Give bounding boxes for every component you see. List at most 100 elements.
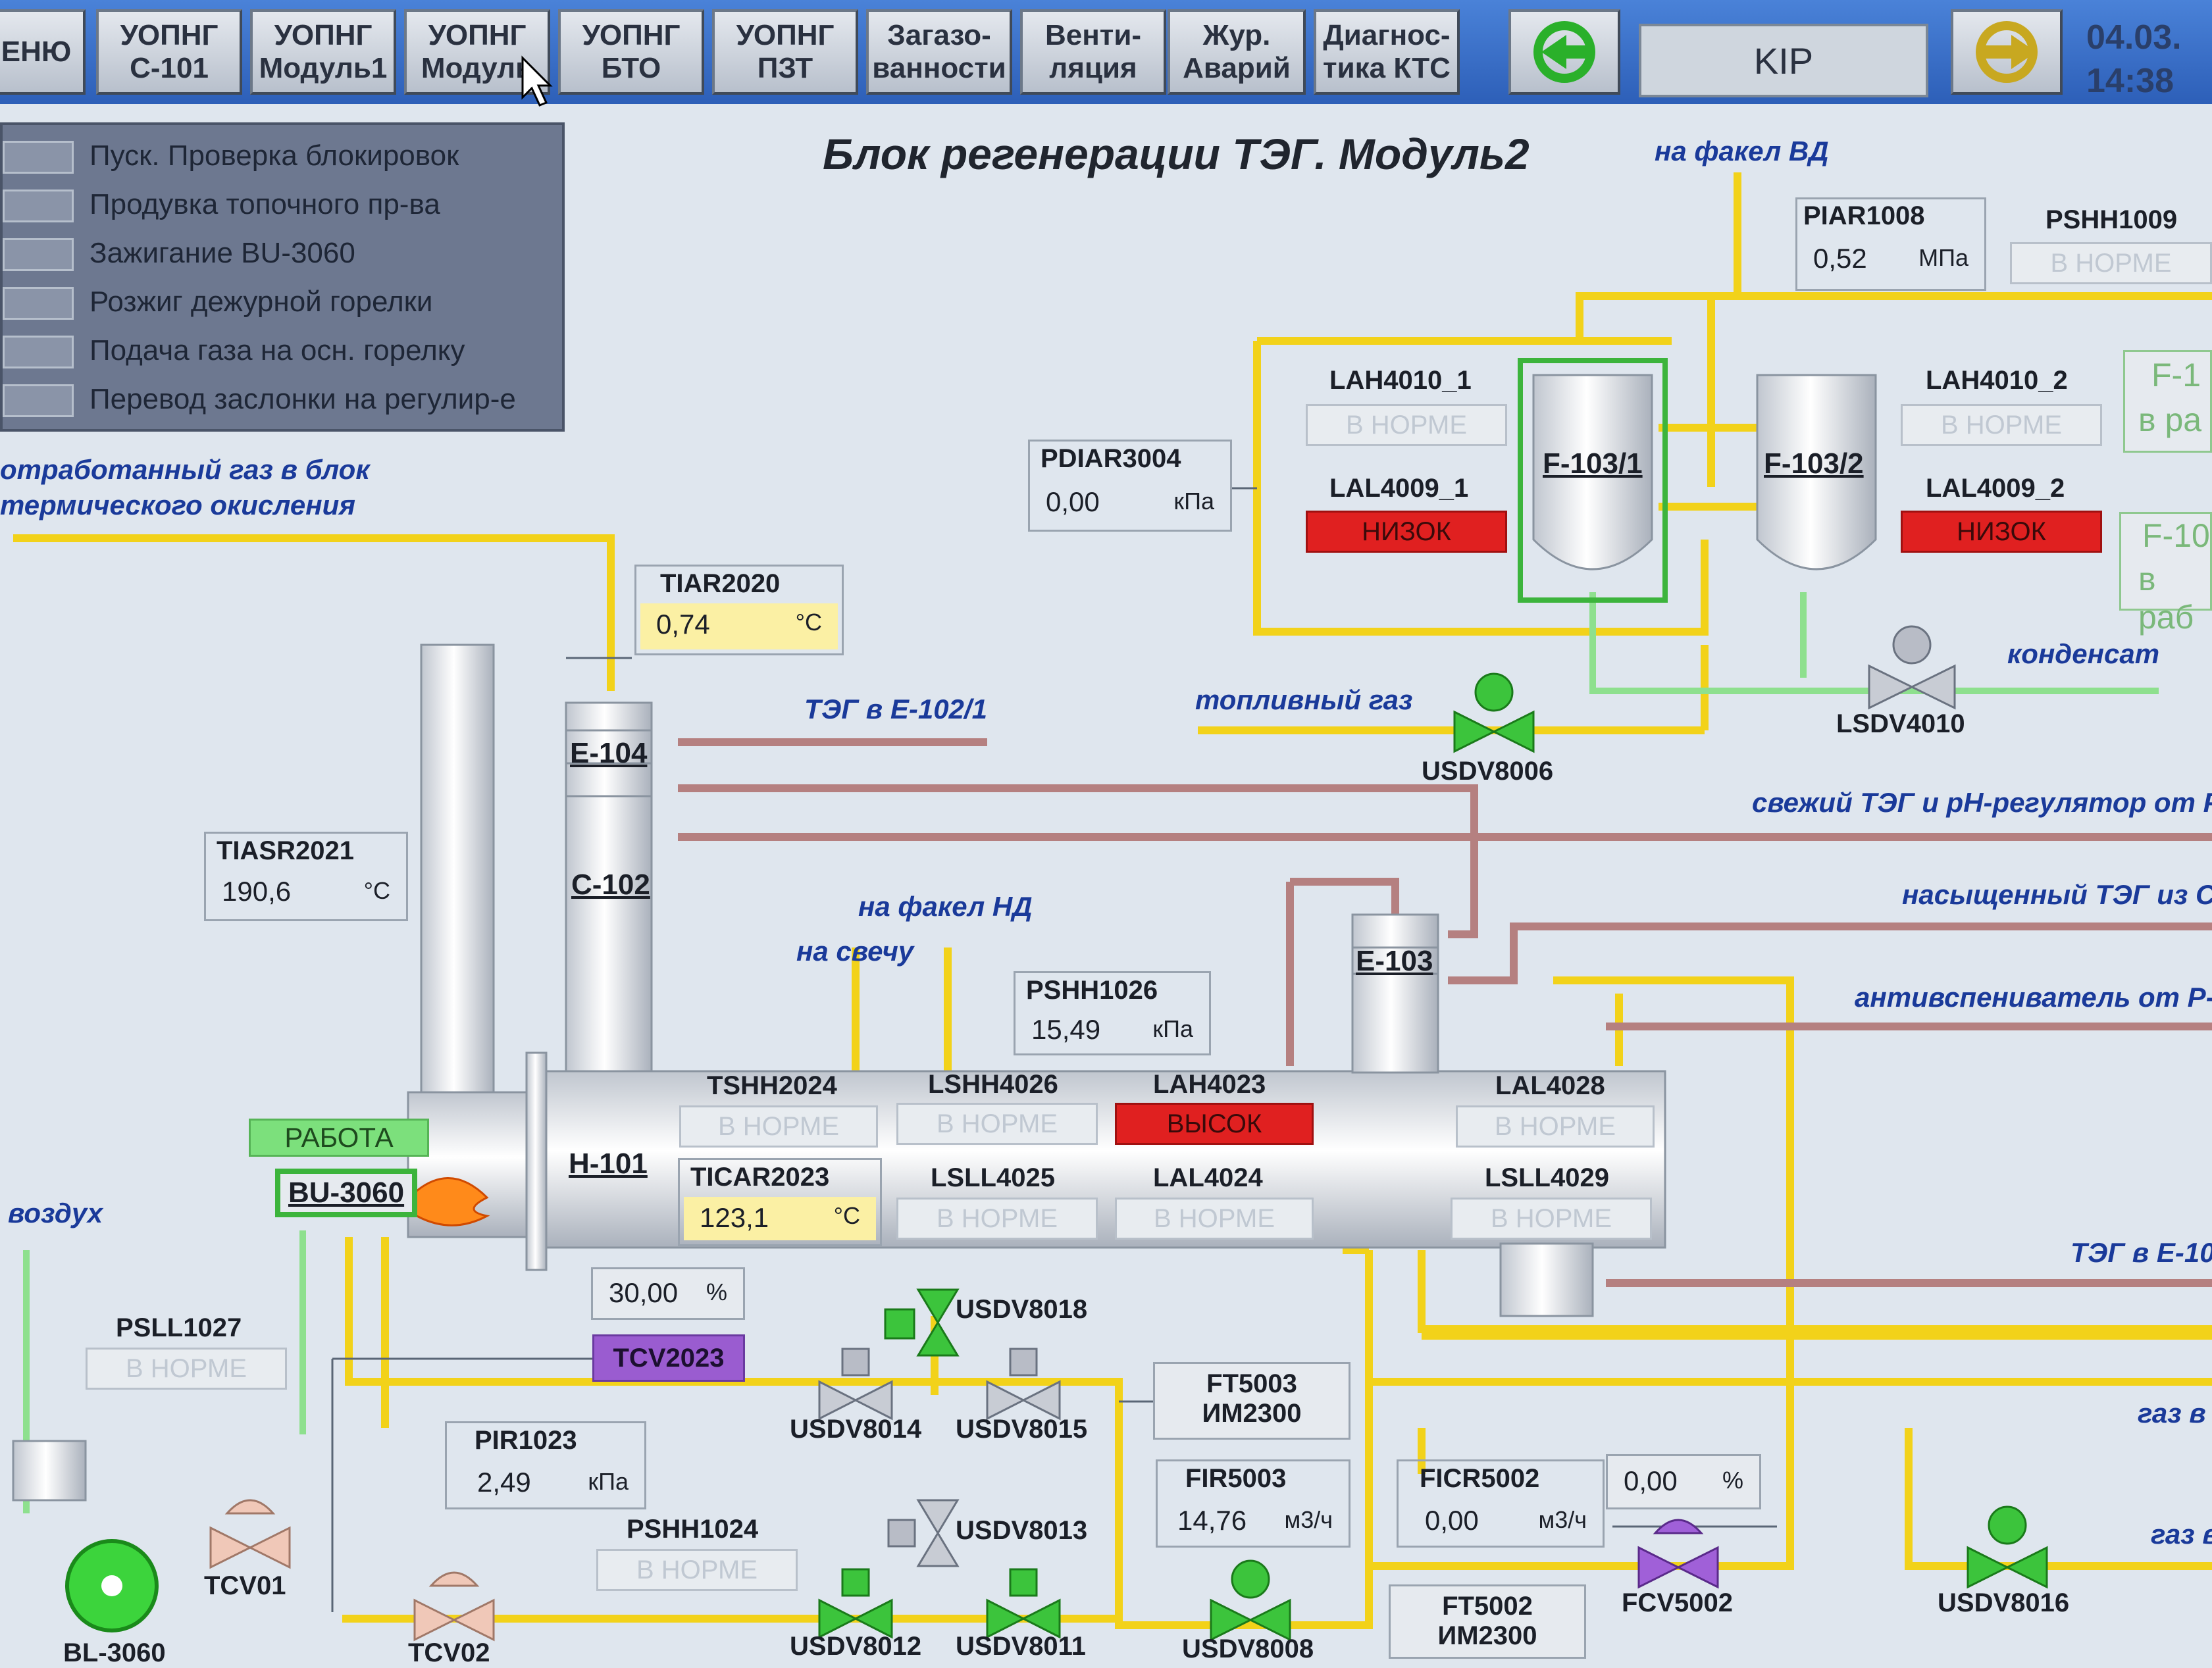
nav-uopng-pzt[interactable]: УОПНГ ПЗТ bbox=[712, 9, 858, 95]
nav-uopng-c101[interactable]: УОПНГ С-101 bbox=[96, 9, 242, 95]
nav-kts-diagnostics[interactable]: Диагнос- тика КТС bbox=[1314, 9, 1460, 95]
valve-fcv5002[interactable] bbox=[1637, 1519, 1719, 1589]
status-lal4024[interactable]: В НОРМЕ bbox=[1115, 1198, 1314, 1240]
label-usdv8018: USDV8018 bbox=[956, 1295, 1088, 1324]
unit-text: м3/ч bbox=[1538, 1506, 1587, 1533]
sequence-step-label: Розжиг дежурной горелки bbox=[90, 286, 433, 318]
sequence-step-label: Подача газа на осн. горелку bbox=[90, 334, 465, 366]
tag-pir1023: PIR1023 bbox=[475, 1426, 577, 1455]
tag-ft5003: FT5003 bbox=[1206, 1369, 1297, 1398]
sequence-step-label: Продувка топочного пр-ва bbox=[90, 188, 440, 220]
value-tiasr2021[interactable]: TIASR2021 190,6°С bbox=[204, 832, 408, 921]
valve-usdv8008[interactable] bbox=[1210, 1559, 1291, 1642]
tag-tiasr2021: TIASR2021 bbox=[217, 836, 354, 865]
tag-lal4009-1: LAL4009_1 bbox=[1329, 474, 1469, 503]
status-lah4010-1[interactable]: В НОРМЕ bbox=[1306, 404, 1507, 446]
label-tcv01: TCV01 bbox=[204, 1571, 286, 1600]
status-lal4009-2[interactable]: НИЗОК bbox=[1901, 511, 2102, 553]
tag-lsll4029: LSLL4029 bbox=[1485, 1163, 1609, 1192]
status-pshh1009[interactable]: В НОРМЕ bbox=[2010, 242, 2212, 284]
nav-ventilation[interactable]: Венти- ляция bbox=[1020, 9, 1166, 95]
unit-text: МПа bbox=[1918, 244, 1968, 271]
sequence-step-indicator bbox=[3, 190, 74, 222]
vessel-label-e104[interactable]: Е-104 bbox=[570, 737, 648, 769]
valve-usdv8013[interactable] bbox=[887, 1499, 960, 1567]
vessel-label-f1031[interactable]: F-103/1 bbox=[1543, 447, 1643, 480]
valve-lsdv4010[interactable] bbox=[1868, 625, 1956, 710]
valve-tcv02[interactable] bbox=[413, 1571, 495, 1642]
status-lal4028[interactable]: В НОРМЕ bbox=[1456, 1105, 1655, 1148]
sequence-step-label: Зажигание BU-3060 bbox=[90, 237, 355, 269]
label-usdv8014: USDV8014 bbox=[790, 1415, 922, 1444]
valve-usdv8011[interactable] bbox=[986, 1568, 1061, 1639]
box-ft5003[interactable]: FT5003 ИМ2300 bbox=[1153, 1362, 1350, 1440]
nav-gas-contamination[interactable]: Загазо- ванности bbox=[866, 9, 1012, 95]
vessel-label-h101[interactable]: Н-101 bbox=[569, 1148, 648, 1180]
tag-piar1008: PIAR1008 bbox=[1803, 201, 1925, 230]
tag-tiar2020: TIAR2020 bbox=[660, 569, 781, 598]
valve-usdv8006[interactable] bbox=[1453, 672, 1535, 753]
value-text: 30,00 bbox=[609, 1277, 679, 1308]
flow-label-fuel-gas: топливный газ bbox=[1195, 684, 1413, 715]
status-lah4010-2[interactable]: В НОРМЕ bbox=[1901, 404, 2102, 446]
value-fcv5002-position[interactable]: 0,00% bbox=[1606, 1454, 1761, 1509]
vessel-label-c102[interactable]: С-102 bbox=[571, 869, 650, 901]
valve-usdv8015[interactable] bbox=[986, 1348, 1061, 1421]
valve-usdv8014[interactable] bbox=[818, 1348, 893, 1421]
valve-usdv8018[interactable] bbox=[884, 1288, 960, 1357]
valve-tcv01[interactable] bbox=[209, 1499, 291, 1569]
nav-uopng-bto[interactable]: УОПНГ БТО bbox=[558, 9, 704, 95]
status-lah4023[interactable]: ВЫСОК bbox=[1115, 1103, 1314, 1145]
top-navigation: ЕНЮ УОПНГ С-101 УОПНГ Модуль1 УОПНГ Моду… bbox=[0, 0, 2212, 107]
tag-lsll4025: LSLL4025 bbox=[931, 1163, 1055, 1192]
status-lsll4025[interactable]: В НОРМЕ bbox=[896, 1198, 1098, 1240]
nav-back-button[interactable] bbox=[1508, 9, 1620, 95]
status-pshh1024[interactable]: В НОРМЕ bbox=[596, 1549, 798, 1591]
label-usdv8008: USDV8008 bbox=[1182, 1634, 1314, 1663]
nav-menu[interactable]: ЕНЮ bbox=[0, 9, 86, 95]
kip-button[interactable]: KIP bbox=[1639, 24, 1928, 97]
clipped-filter-status-1[interactable]: F-1 в ра bbox=[2123, 350, 2212, 453]
flow-label-condensate: конденсат bbox=[2007, 638, 2160, 669]
nav-exit-button[interactable] bbox=[1951, 9, 2063, 95]
label-usdv8015: USDV8015 bbox=[956, 1415, 1088, 1444]
burner-bu3060[interactable]: BU-3060 bbox=[275, 1169, 418, 1217]
unit-text: кПа bbox=[1152, 1015, 1193, 1042]
valve-usdv8012[interactable] bbox=[818, 1568, 893, 1639]
unit-text: кПа bbox=[588, 1468, 629, 1495]
value-ticar2023[interactable]: TICAR2023 123,1°С bbox=[678, 1158, 882, 1246]
status-psll1027[interactable]: В НОРМЕ bbox=[86, 1348, 287, 1390]
status-lal4009-1[interactable]: НИЗОК bbox=[1306, 511, 1507, 553]
sequence-step-indicator bbox=[3, 238, 74, 271]
label-usdv8012: USDV8012 bbox=[790, 1632, 922, 1661]
controller-tcv2023[interactable]: TCV2023 bbox=[592, 1334, 745, 1382]
vessel-label-f1032[interactable]: F-103/2 bbox=[1764, 447, 1864, 480]
status-tshh2024[interactable]: В НОРМЕ bbox=[679, 1105, 878, 1148]
clipped-text: в раб bbox=[2138, 561, 2194, 636]
box-ft5002[interactable]: FT5002 ИМ2300 bbox=[1389, 1584, 1586, 1659]
tag-lah4023: LAH4023 bbox=[1153, 1070, 1266, 1099]
nav-uopng-module1[interactable]: УОПНГ Модуль1 bbox=[250, 9, 396, 95]
label-usdv8013: USDV8013 bbox=[956, 1516, 1088, 1545]
value-tcv2023-position[interactable]: 30,00% bbox=[591, 1267, 745, 1320]
status-lshh4026[interactable]: В НОРМЕ bbox=[896, 1103, 1098, 1145]
vessel-label-e103[interactable]: Е-103 bbox=[1356, 945, 1433, 977]
value-text: 0,00 bbox=[1425, 1505, 1479, 1536]
date: 04.03. bbox=[2086, 18, 2182, 57]
sequence-step-indicator bbox=[3, 336, 74, 368]
valve-usdv8016[interactable] bbox=[1967, 1505, 2048, 1589]
tiar2020-value-field: 0,74°С bbox=[640, 603, 838, 649]
label-usdv8006: USDV8006 bbox=[1422, 757, 1554, 786]
nav-alarm-journal[interactable]: Жур. Аварий bbox=[1168, 9, 1306, 95]
status-lsll4029[interactable]: В НОРМЕ bbox=[1451, 1198, 1652, 1240]
clipped-text: F-10 bbox=[2142, 517, 2210, 554]
value-tiar2020[interactable]: TIAR2020 0,74°С bbox=[634, 565, 844, 655]
clipped-filter-status-2[interactable]: F-10 в раб bbox=[2119, 512, 2212, 636]
